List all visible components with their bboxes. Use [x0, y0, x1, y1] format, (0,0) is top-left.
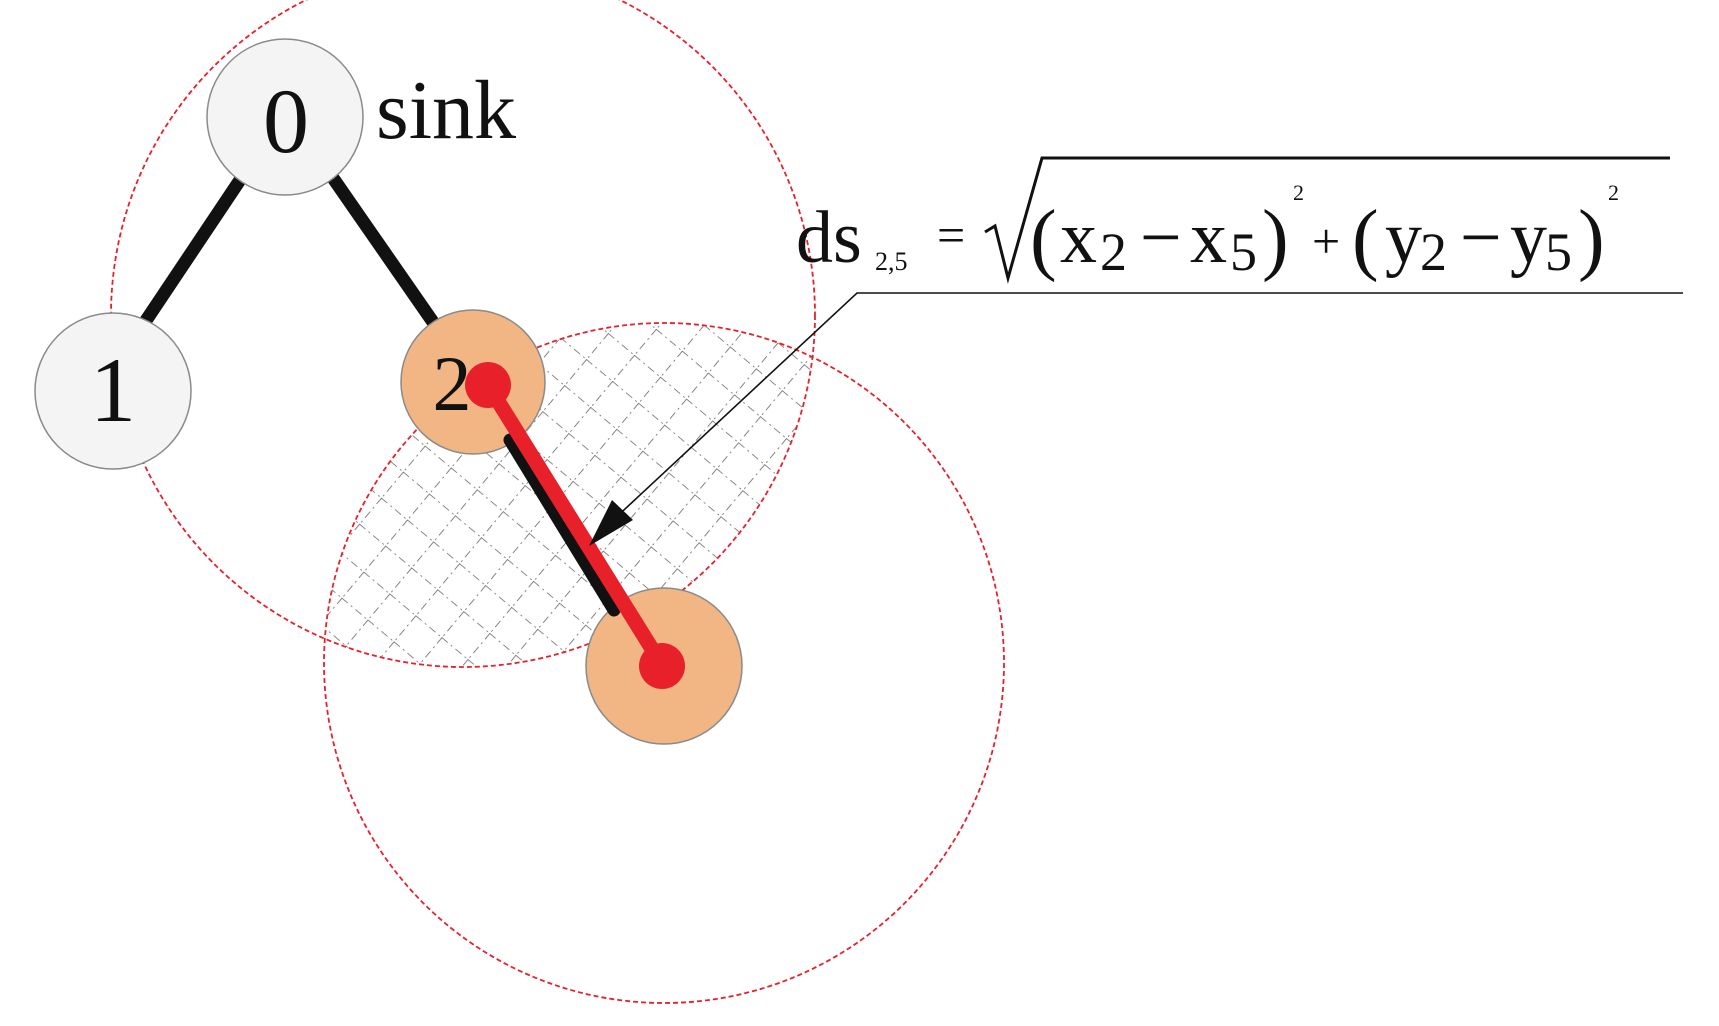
node-1: 1: [34, 312, 192, 470]
node-0-label: 0: [263, 70, 309, 172]
node-0: 0: [206, 38, 364, 196]
edge-0-1: [138, 173, 247, 329]
node-5-position-dot: [639, 643, 685, 689]
formula-x-a-sub: 2: [1100, 222, 1127, 282]
formula-minus-2: −: [1460, 197, 1502, 279]
node-1-label: 1: [90, 339, 136, 441]
radical-sign-icon: [984, 156, 1670, 284]
formula-exp-1: 2: [1293, 180, 1304, 205]
formula-open-paren-2: (: [1352, 195, 1379, 283]
formula-x-a: x: [1060, 197, 1097, 279]
formula-close-paren-1: ): [1262, 195, 1289, 283]
formula-lhs-sub: 2,5: [875, 247, 908, 276]
formula-leader-line: [594, 292, 1683, 538]
node-2-position-dot: [465, 362, 511, 408]
distance-segment-2-5: [480, 377, 670, 673]
formula-lhs-var: ds: [796, 197, 862, 279]
distance-formula: ds 2,5 = ( x 2 − x 5 ) 2 + ( y 2 − y 5 )…: [796, 156, 1670, 284]
formula-x-b: x: [1190, 197, 1227, 279]
node-2-label: 2: [433, 340, 472, 427]
formula-minus-1: −: [1140, 197, 1182, 279]
formula-equals: =: [937, 207, 965, 263]
formula-y-a: y: [1385, 197, 1422, 279]
formula-open-paren-1: (: [1030, 195, 1057, 283]
arrowhead-icon: [589, 500, 633, 546]
formula-y-a-sub: 2: [1420, 222, 1447, 282]
edge-0-2: [326, 171, 442, 332]
formula-close-paren-2: ): [1578, 195, 1605, 283]
formula-y-b-sub: 5: [1545, 222, 1572, 282]
formula-y-b: y: [1510, 197, 1547, 279]
formula-plus: +: [1312, 213, 1340, 269]
edge-2-5: [503, 433, 621, 617]
formula-exp-2: 2: [1608, 180, 1619, 205]
sink-label: sink: [376, 64, 516, 157]
range-circle-node-5: [323, 322, 1005, 1004]
formula-x-b-sub: 5: [1230, 222, 1257, 282]
